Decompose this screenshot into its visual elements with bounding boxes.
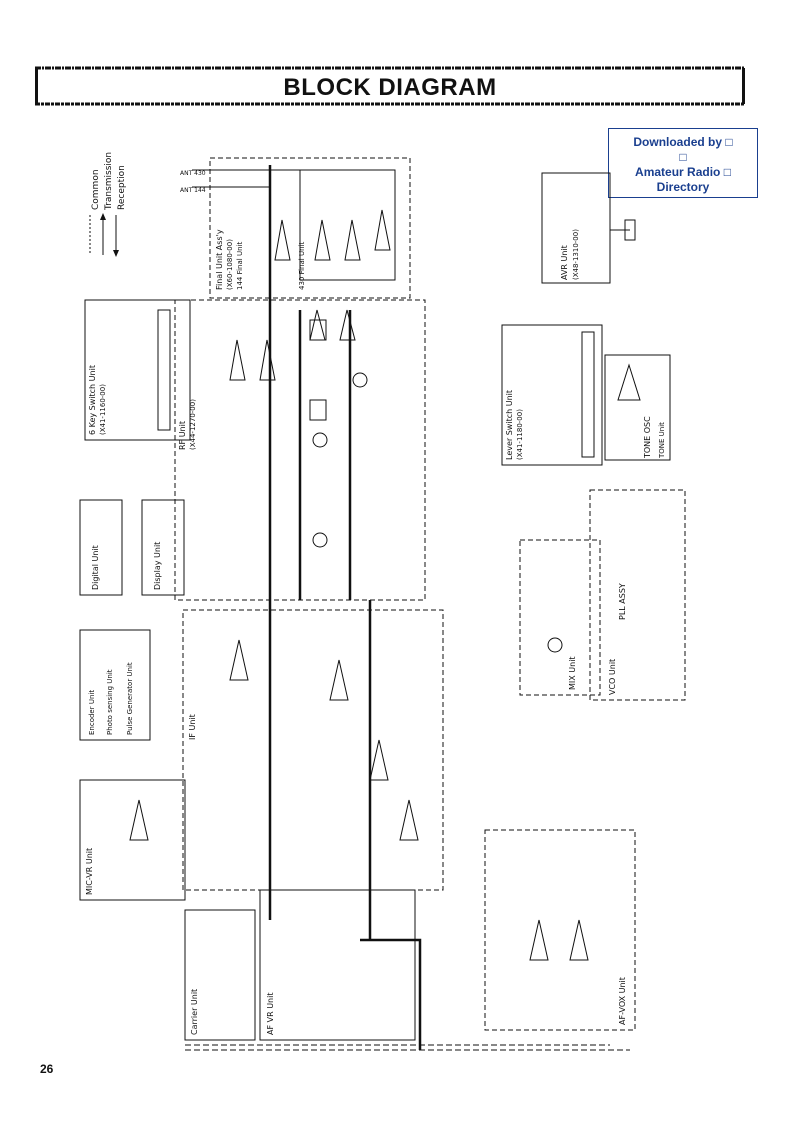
legend: Common Transmission Reception [89, 152, 127, 257]
watermark-line: Downloaded by □ [633, 135, 733, 149]
display-unit-label: Display Unit [153, 542, 162, 590]
avr-unit: AVR Unit (X48-1310-00) [541, 172, 636, 284]
final144-label: 144 Final Unit [236, 242, 244, 290]
legend-reception: Reception [117, 165, 127, 210]
watermark-box: Downloaded by □ □ Amateur Radio □ Direct… [608, 128, 758, 198]
tone-unit-label: TONE Unit [658, 422, 666, 459]
title-bar: BLOCK DIAGRAM [35, 66, 745, 106]
title-frame [35, 66, 745, 106]
tone-unit: TONE OSC TONE Unit [604, 354, 671, 461]
page-title: BLOCK DIAGRAM [283, 74, 497, 101]
lever-switch-label: Lever Switch Unit [505, 390, 514, 460]
mix-unit-label: MIX Unit [568, 656, 577, 690]
ant430-label: ANT 430 [180, 170, 206, 177]
encoder-unit-label: Encoder Unit [88, 690, 96, 735]
pll-label: PLL ASSY [618, 583, 627, 620]
micvr-unit-label: MIC-VR Unit [85, 848, 94, 895]
if-unit: IF Unit [182, 600, 444, 940]
pulse-unit-label: Pulse Generator Unit [126, 662, 134, 735]
avr-unit-code: (X48-1310-00) [572, 229, 580, 280]
block-diagram: Common Transmission Reception AVR Unit (… [79, 152, 686, 1051]
legend-transmission: Transmission [104, 152, 114, 211]
if-unit-label: IF Unit [188, 714, 197, 740]
rf-unit-code: (X44-1270-00) [189, 399, 197, 450]
mic-vr-unit: MIC-VR Unit [79, 779, 186, 901]
watermark-line: Directory [656, 180, 710, 194]
watermark-line: Amateur Radio □ [635, 165, 731, 179]
carrier-unit-label: Carrier Unit [190, 989, 199, 1035]
digital-units: Digital Unit Display Unit Encoder Unit P… [79, 499, 185, 741]
mix-pll-units: MIX Unit PLL ASSY VCO Unit [519, 489, 686, 701]
lever-switch-unit: Lever Switch Unit (X41-1180-00) [501, 324, 603, 466]
key-switch-label: 6 Key Switch Unit [88, 365, 97, 435]
watermark-line: □ [679, 150, 687, 164]
digital-unit-label: Digital Unit [91, 545, 100, 590]
page-number: 26 [40, 1062, 54, 1076]
legend-common: Common [91, 169, 101, 210]
final-unit-label: Final Unit Ass'y [215, 229, 224, 290]
afvr-unit: AF VR Unit [259, 889, 422, 1050]
antenna-connectors: ANT 430 ANT 144 [180, 169, 300, 194]
final-unit-code: (X60-1080-00) [226, 239, 234, 290]
photo-unit-label: Photo sensing Unit [106, 669, 114, 735]
key-switch-unit: 6 Key Switch Unit (X41-1160-00) [84, 299, 191, 441]
final430-label: 430 Final Unit [298, 242, 306, 290]
final-unit: Final Unit Ass'y (X60-1080-00) 144 Final… [209, 157, 411, 299]
key-switch-code: (X41-1160-00) [99, 384, 107, 435]
afvox-unit: AF-VOX Unit [484, 829, 636, 1031]
rf-unit-label: RF Unit [178, 421, 187, 450]
vco-label: VCO Unit [608, 659, 617, 695]
carrier-unit: Carrier Unit [184, 909, 256, 1041]
afvox-unit-label: AF-VOX Unit [618, 977, 627, 1025]
tone-osc-label: TONE OSC [643, 416, 652, 459]
ant144-label: ANT 144 [180, 187, 206, 194]
lever-switch-code: (X41-1180-00) [516, 409, 524, 460]
afvr-unit-label: AF VR Unit [266, 993, 275, 1035]
rf-unit: RF Unit (X44-1270-00) [174, 165, 426, 601]
avr-unit-label: AVR Unit [560, 245, 569, 280]
